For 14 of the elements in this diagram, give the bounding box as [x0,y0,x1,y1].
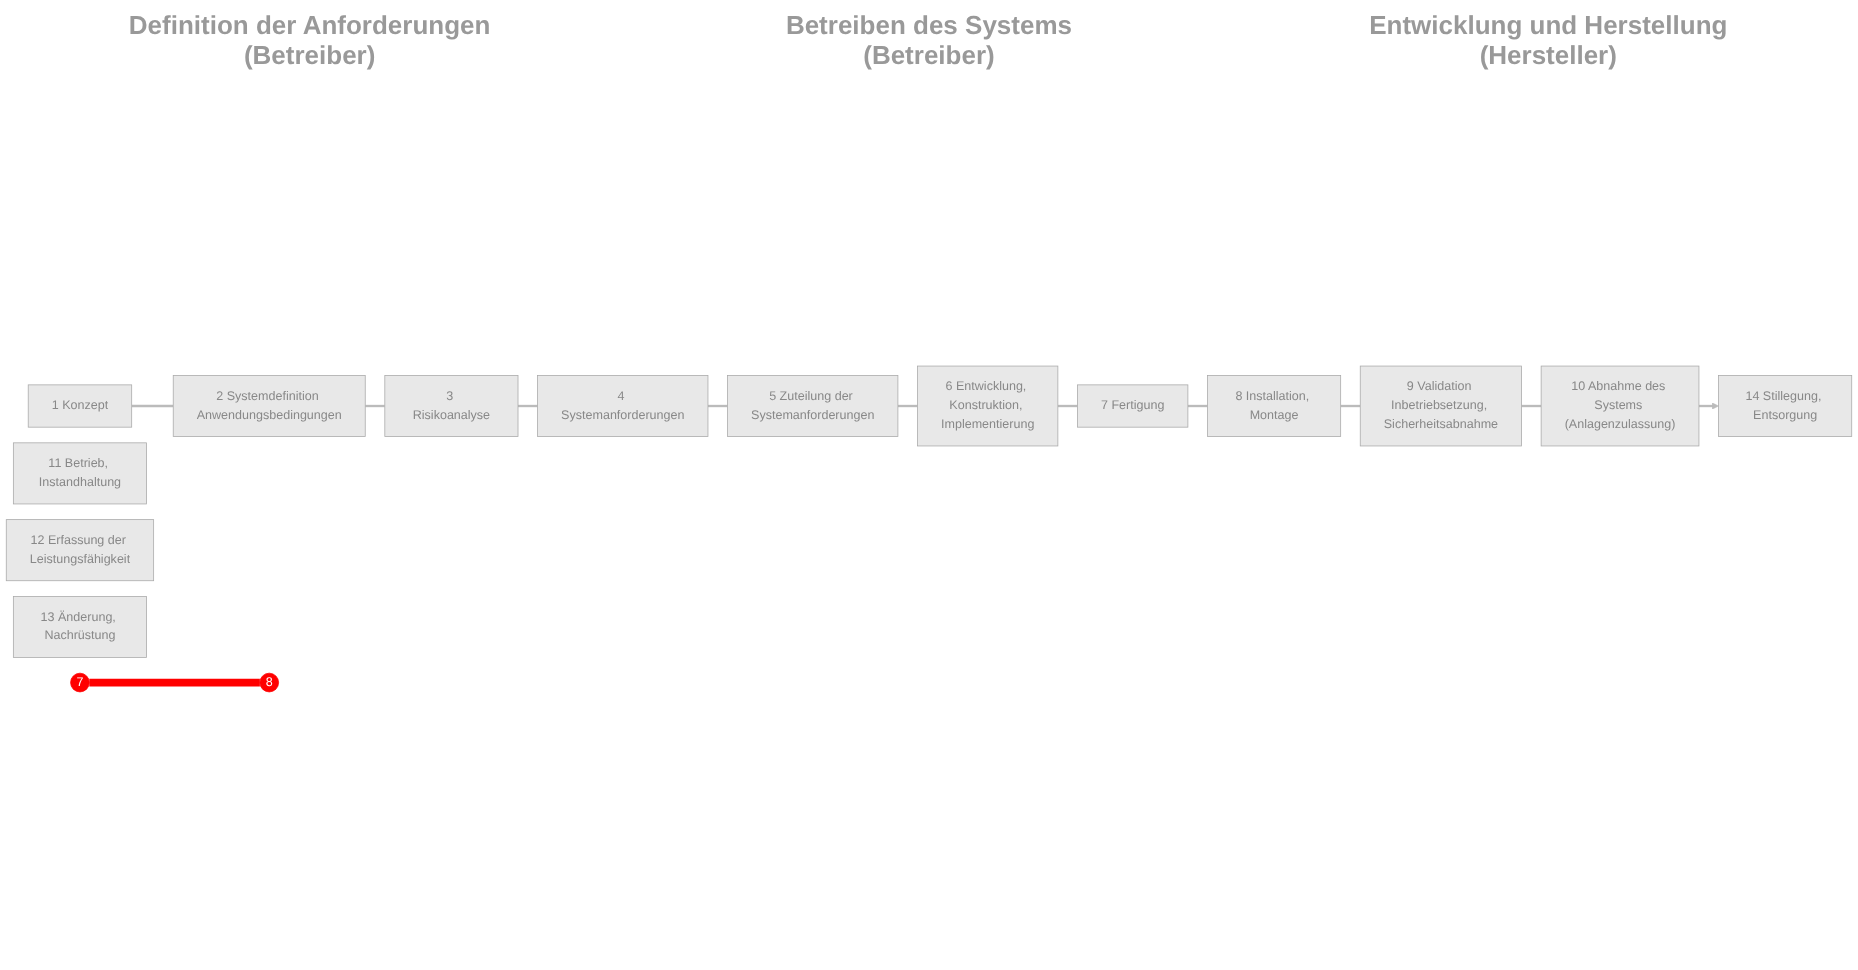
phase-label: Definition der Anforderungen (Betreiber) [126,10,493,70]
phase-label: Entwicklung und Herstellung (Hersteller) [1367,10,1730,70]
arrow [1698,402,1719,410]
connector [1340,404,1361,408]
connector [131,404,174,408]
connector [518,404,538,408]
connector [1187,404,1208,408]
connector [707,404,728,408]
connector [89,678,260,687]
phase-label: Betreiben des Systems (Betreiber) [783,10,1075,70]
connector [1521,404,1542,408]
connector [365,404,385,408]
connector [1057,404,1078,408]
connector [897,404,918,408]
